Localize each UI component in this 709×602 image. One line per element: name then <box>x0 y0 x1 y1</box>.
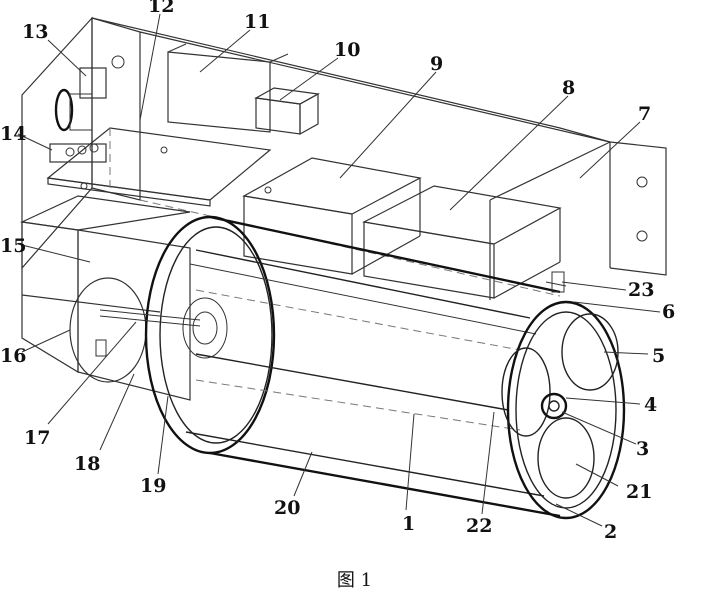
part-label-3: 3 <box>636 438 649 460</box>
part-label-1: 1 <box>402 513 415 535</box>
part-label-13: 13 <box>22 21 48 43</box>
frame-bracket <box>91 17 667 300</box>
right-end <box>501 271 626 520</box>
box-11 <box>167 43 289 133</box>
part-label-18: 18 <box>74 453 100 475</box>
box-10 <box>254 87 320 136</box>
part-label-22: 22 <box>466 515 492 537</box>
part-label-4: 4 <box>644 394 657 416</box>
connector-13 <box>54 67 107 132</box>
connector-14 <box>49 143 107 163</box>
board-12 <box>46 127 272 207</box>
part-label-8: 8 <box>562 77 575 99</box>
part-label-15: 15 <box>0 235 26 257</box>
part-label-17: 17 <box>24 427 50 449</box>
part-label-7: 7 <box>638 103 651 125</box>
leader-lines <box>17 13 661 527</box>
part-label-19: 19 <box>140 475 166 497</box>
part-label-10: 10 <box>334 39 360 61</box>
part-label-11: 11 <box>244 11 270 33</box>
part-label-2: 2 <box>604 521 617 543</box>
motor-housing-15 <box>19 195 191 401</box>
drum <box>99 215 561 518</box>
part-label-16: 16 <box>0 345 26 367</box>
device-drawing: 1 2 3 4 5 6 7 8 9 10 11 12 13 14 15 16 1… <box>0 0 675 543</box>
part-label-12: 12 <box>148 0 174 17</box>
part-label-5: 5 <box>652 345 665 367</box>
part-label-23: 23 <box>628 279 654 301</box>
part-label-20: 20 <box>274 497 300 519</box>
figure-caption: 图 1 <box>336 570 373 591</box>
device-figure: 1 2 3 4 5 6 7 8 9 10 11 12 13 14 15 16 1… <box>0 0 676 543</box>
box-8 <box>362 185 562 299</box>
part-label-9: 9 <box>430 53 443 75</box>
part-label-6: 6 <box>662 301 675 323</box>
part-label-21: 21 <box>626 481 652 503</box>
part-label-14: 14 <box>0 123 26 145</box>
